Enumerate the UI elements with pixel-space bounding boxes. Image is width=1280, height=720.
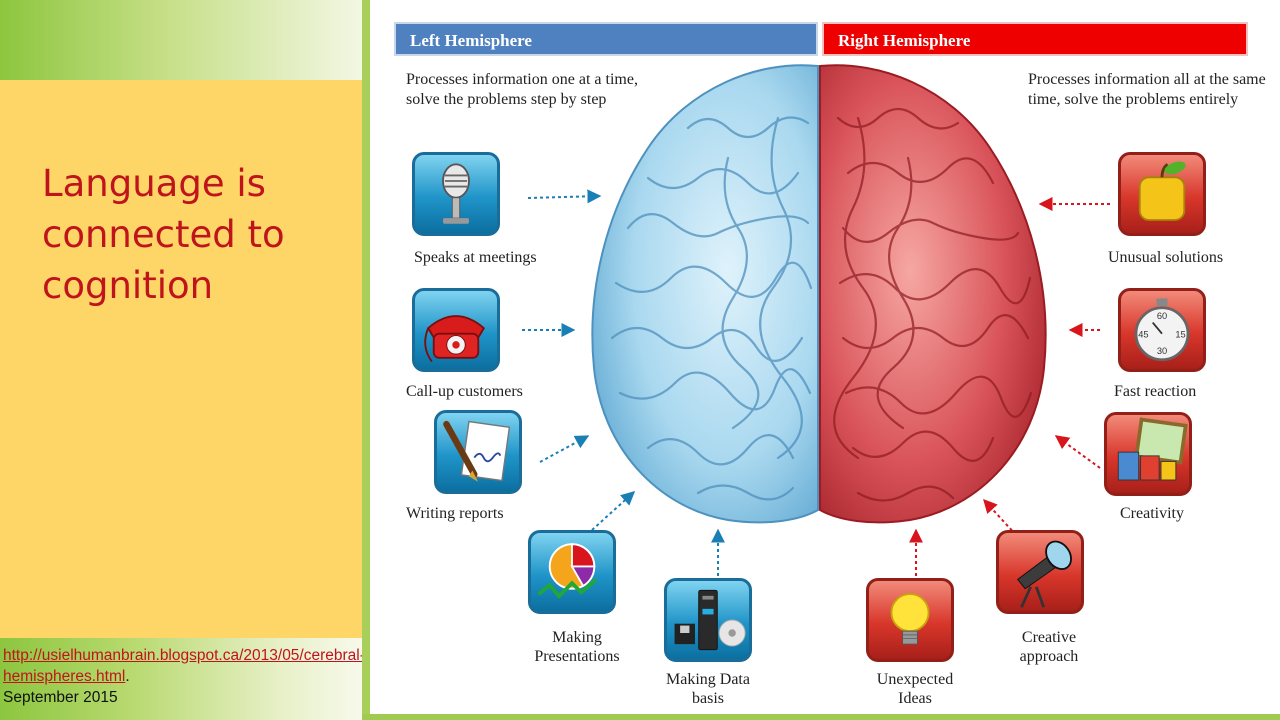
stopwatch-icon: 60 45 15 30 [1118, 288, 1206, 372]
label-creative-approach: Creative approach [1019, 629, 1079, 665]
label-making-presentations: Making Presentations [534, 629, 620, 665]
pie-chart-icon [528, 530, 616, 614]
left-hemisphere-header: Left Hemisphere [394, 22, 818, 56]
label-fast-reaction: Fast reaction [1114, 383, 1197, 400]
right-hemisphere-header: Right Hemisphere [822, 22, 1248, 56]
label-creativity: Creativity [1120, 505, 1184, 522]
source-citation: http://usielhumanbrain.blogspot.ca/2013/… [3, 645, 365, 708]
label-unexpected-ideas: Unexpected Ideas [876, 671, 954, 707]
green-bottom-strip [362, 714, 1280, 720]
source-date: September 2015 [3, 689, 118, 706]
left-hemisphere-description: Processes information one at a time, sol… [406, 71, 638, 108]
telescope-icon [996, 530, 1084, 614]
label-speaks-at-meetings: Speaks at meetings [414, 249, 537, 266]
label-making-data-basis: Making Data basis [666, 671, 750, 707]
stopwatch-number-60: 60 [1157, 311, 1167, 321]
stopwatch-number-30: 30 [1157, 346, 1167, 356]
label-unusual-solutions: Unusual solutions [1108, 249, 1224, 266]
green-divider-strip [362, 0, 370, 720]
light-bulb-icon [866, 578, 954, 662]
telephone-icon [412, 288, 500, 372]
right-hemisphere-shape [819, 64, 1047, 524]
paint-cans-icon [1104, 412, 1192, 496]
hemispheres-diagram: Left Hemisphere Right Hemisphere Process… [370, 0, 1280, 714]
source-link[interactable]: http://usielhumanbrain.blogspot.ca/2013/… [3, 647, 365, 685]
server-disk-icon [664, 578, 752, 662]
apple-icon [1118, 152, 1206, 236]
right-hemisphere-description: Processes information all at the same ti… [1028, 71, 1266, 108]
top-gradient-band [0, 0, 368, 80]
label-writing-reports: Writing reports [406, 505, 504, 522]
title-panel [0, 80, 362, 638]
stopwatch-number-45: 45 [1138, 329, 1148, 339]
microphone-icon [412, 152, 500, 236]
stopwatch-number-15: 15 [1175, 329, 1185, 339]
label-call-up-customers: Call-up customers [406, 383, 523, 400]
source-link-suffix: . [125, 668, 130, 685]
slide-title: Language is connected to cognition [42, 162, 285, 307]
pen-document-icon [434, 410, 522, 494]
brain-illustration [591, 64, 1047, 524]
